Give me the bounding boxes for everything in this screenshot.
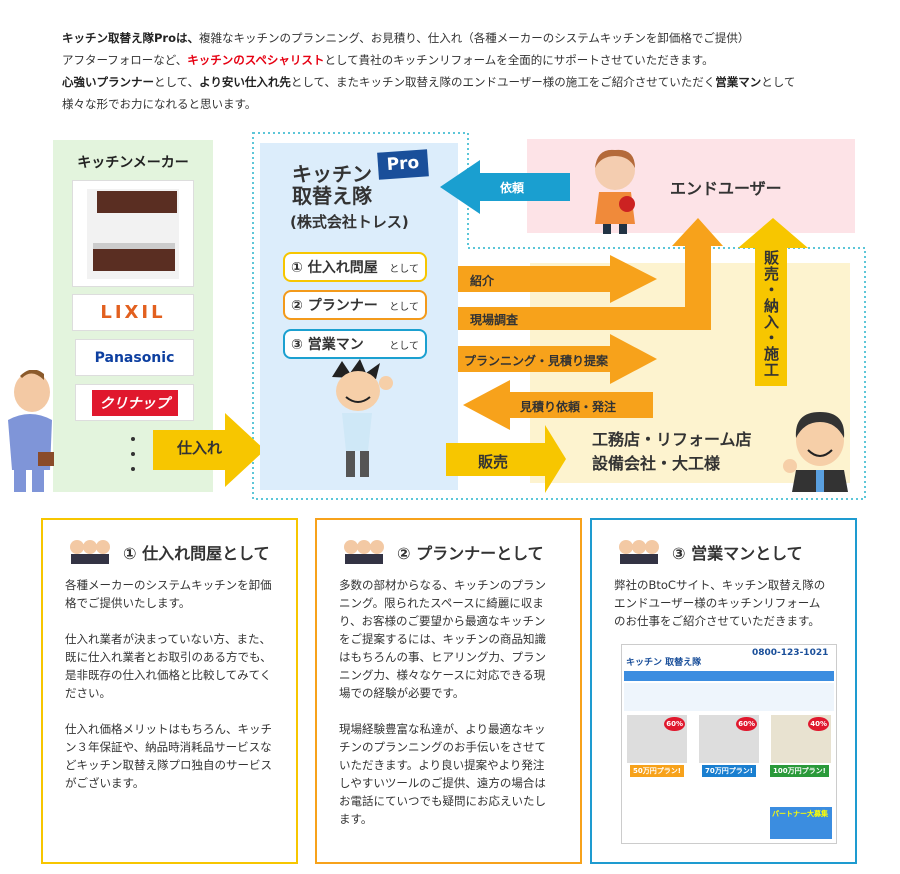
discount-badge: 60%	[736, 717, 757, 731]
role-label: ② プランナー	[291, 298, 378, 314]
intro-bold: 営業マン	[715, 75, 762, 89]
cleanup-logo: クリナップ	[75, 384, 194, 421]
lixil-logo: LIXIL	[72, 294, 194, 331]
purchase-arrow	[153, 413, 265, 487]
end-user-label: エンドユーザー	[670, 179, 782, 198]
intro-line-1: キッチン取替え隊Proは、複雑なキッチンのプランニング、お見積り、仕入れ（各種メ…	[62, 27, 749, 49]
delivery-label: 販売・納入・施工	[762, 250, 780, 378]
maker-panel: キッチンメーカー LIXIL Panasonic クリナップ	[53, 140, 213, 492]
intro-bold: より安い仕入れ先	[199, 75, 291, 89]
intro-text: として、	[154, 75, 200, 89]
cleanup-text: クリナップ	[91, 389, 178, 416]
card-planner: ② プランナーとして 多数の部材からなる、キッチンのプラン ニング。限られたスペ…	[315, 518, 582, 864]
contractor-label: 工務店・リフォーム店設備会社・大工様	[592, 428, 752, 476]
discount-badge: 60%	[664, 717, 685, 731]
card-title: ③ 営業マンとして	[672, 544, 803, 563]
intro-highlight: キッチンのスペシャリスト	[187, 53, 325, 67]
intro-bold: キッチン取替え隊Proは、	[62, 31, 199, 45]
card-body: 弊社のBtoCサイト、キッチン取替え隊の エンドユーザー様のキッチンリフォーム …	[614, 578, 826, 628]
site-nav	[624, 671, 834, 681]
ellipsis-dot	[131, 467, 135, 471]
contractor-line-2: 設備会社・大工様	[592, 454, 721, 473]
kitchen-image	[72, 180, 194, 287]
intro-bold: 心強いプランナー	[62, 75, 154, 89]
mascot-icon	[332, 359, 393, 477]
role-pill-planner: ② プランナーとして	[283, 290, 427, 320]
intro-text: 複雑なキッチンのプランニング、お見積り、仕入れ（各種メーカーのシステムキッチンを…	[199, 31, 750, 45]
intro-line-3: 心強いプランナーとして、より安い仕入れ先として、またキッチン取替え隊のエンドユー…	[62, 71, 795, 93]
card-body: 各種メーカーのシステムキッチンを卸価 格でご提供いたします。 仕入れ業者が決まっ…	[65, 578, 272, 790]
maker-title: キッチンメーカー	[77, 155, 189, 171]
role-suffix: として	[389, 340, 419, 352]
plan-label: 100万円プラン!	[770, 765, 829, 777]
company-name-1: キッチン	[292, 162, 372, 186]
survey-label: 現場調査	[470, 313, 519, 327]
purchase-label: 仕入れ	[177, 439, 223, 457]
flow-arrows	[446, 218, 808, 493]
ellipsis-dot	[131, 437, 135, 441]
team-icon	[70, 540, 110, 564]
request-label: 依頼	[500, 181, 525, 195]
company-corp: (株式会社トレス)	[290, 213, 409, 231]
role-suffix: として	[389, 301, 419, 313]
card-title: ① 仕入れ問屋として	[123, 544, 270, 563]
delivery-arrow	[738, 218, 808, 386]
role-label: ③ 営業マン	[291, 337, 364, 353]
card-sales: ③ 営業マンとして 弊社のBtoCサイト、キッチン取替え隊の エンドユーザー様の…	[590, 518, 857, 864]
intro-arrow	[458, 255, 657, 303]
card-body: 多数の部材からなる、キッチンのプラン ニング。限られたスペースに綺麗に収ま り、…	[339, 578, 546, 826]
site-logo: キッチン 取替え隊	[626, 658, 702, 668]
role-suffix: として	[389, 263, 419, 275]
planning-arrow	[458, 334, 657, 384]
end-user-panel: エンドユーザー	[527, 139, 855, 233]
discount-badge: 40%	[808, 717, 829, 731]
site-kitchen-3: 40%	[771, 715, 831, 763]
plan-label: 50万円プラン!	[630, 765, 684, 777]
team-icon	[344, 540, 384, 564]
partner-banner: パートナー大募集	[770, 807, 832, 839]
housewife-icon	[595, 149, 635, 234]
panasonic-logo: Panasonic	[75, 339, 194, 376]
businessman-icon	[8, 370, 54, 492]
lixil-text: LIXIL	[100, 302, 166, 323]
sales-arrow	[446, 425, 566, 493]
survey-arrow	[458, 218, 723, 330]
site-screenshot: キッチン 取替え隊 0800-123-1021 60% 60% 40% 50万円…	[621, 644, 837, 844]
company-panel: キッチン Pro 取替え隊 (株式会社トレス) ① 仕入れ問屋として ② プラン…	[260, 143, 458, 490]
role-pill-sales: ③ 営業マン として	[283, 329, 427, 359]
contractor-line-1: 工務店・リフォーム店	[592, 430, 752, 449]
intro-label: 紹介	[470, 274, 495, 288]
card-title: ② プランナーとして	[397, 544, 544, 563]
company-name-2: 取替え隊	[292, 184, 372, 208]
intro-line-4: 様々な形でお力になれると思います。	[62, 97, 257, 111]
intro-text: として、またキッチン取替え隊のエンドユーザー様の施工をご紹介させていただく	[290, 75, 716, 89]
team-icon	[619, 540, 659, 564]
panasonic-text: Panasonic	[94, 349, 175, 366]
role-label: ① 仕入れ問屋	[291, 260, 378, 276]
site-kitchen-2: 60%	[699, 715, 759, 763]
intro-text: として貴社のキッチンリフォームを全面的にサポートさせていただきます。	[324, 53, 714, 67]
sales-label: 販売	[478, 453, 509, 471]
intro-text: として	[761, 75, 796, 89]
plan-label: 70万円プラン!	[702, 765, 756, 777]
intro-line-2: アフターフォローなど、キッチンのスペシャリストとして貴社のキッチンリフォームを全…	[62, 49, 714, 71]
site-phone: 0800-123-1021	[752, 648, 829, 658]
site-kitchen-1: 60%	[627, 715, 687, 763]
order-label: 見積り依頼・発注	[520, 400, 617, 414]
intro-text: アフターフォローなど、	[62, 53, 188, 67]
request-arrow	[440, 160, 570, 214]
ellipsis-dot	[131, 452, 135, 456]
contractor-man-icon	[783, 412, 848, 492]
order-arrow	[463, 380, 653, 430]
company-outline	[252, 132, 866, 500]
kitchen-illustration-icon	[87, 188, 179, 279]
role-pill-wholesaler: ① 仕入れ問屋として	[283, 252, 427, 282]
planning-label: プランニング・見積り提案	[464, 354, 609, 368]
site-banner	[624, 683, 834, 711]
card-wholesaler: ① 仕入れ問屋として 各種メーカーのシステムキッチンを卸価 格でご提供いたします…	[41, 518, 298, 864]
